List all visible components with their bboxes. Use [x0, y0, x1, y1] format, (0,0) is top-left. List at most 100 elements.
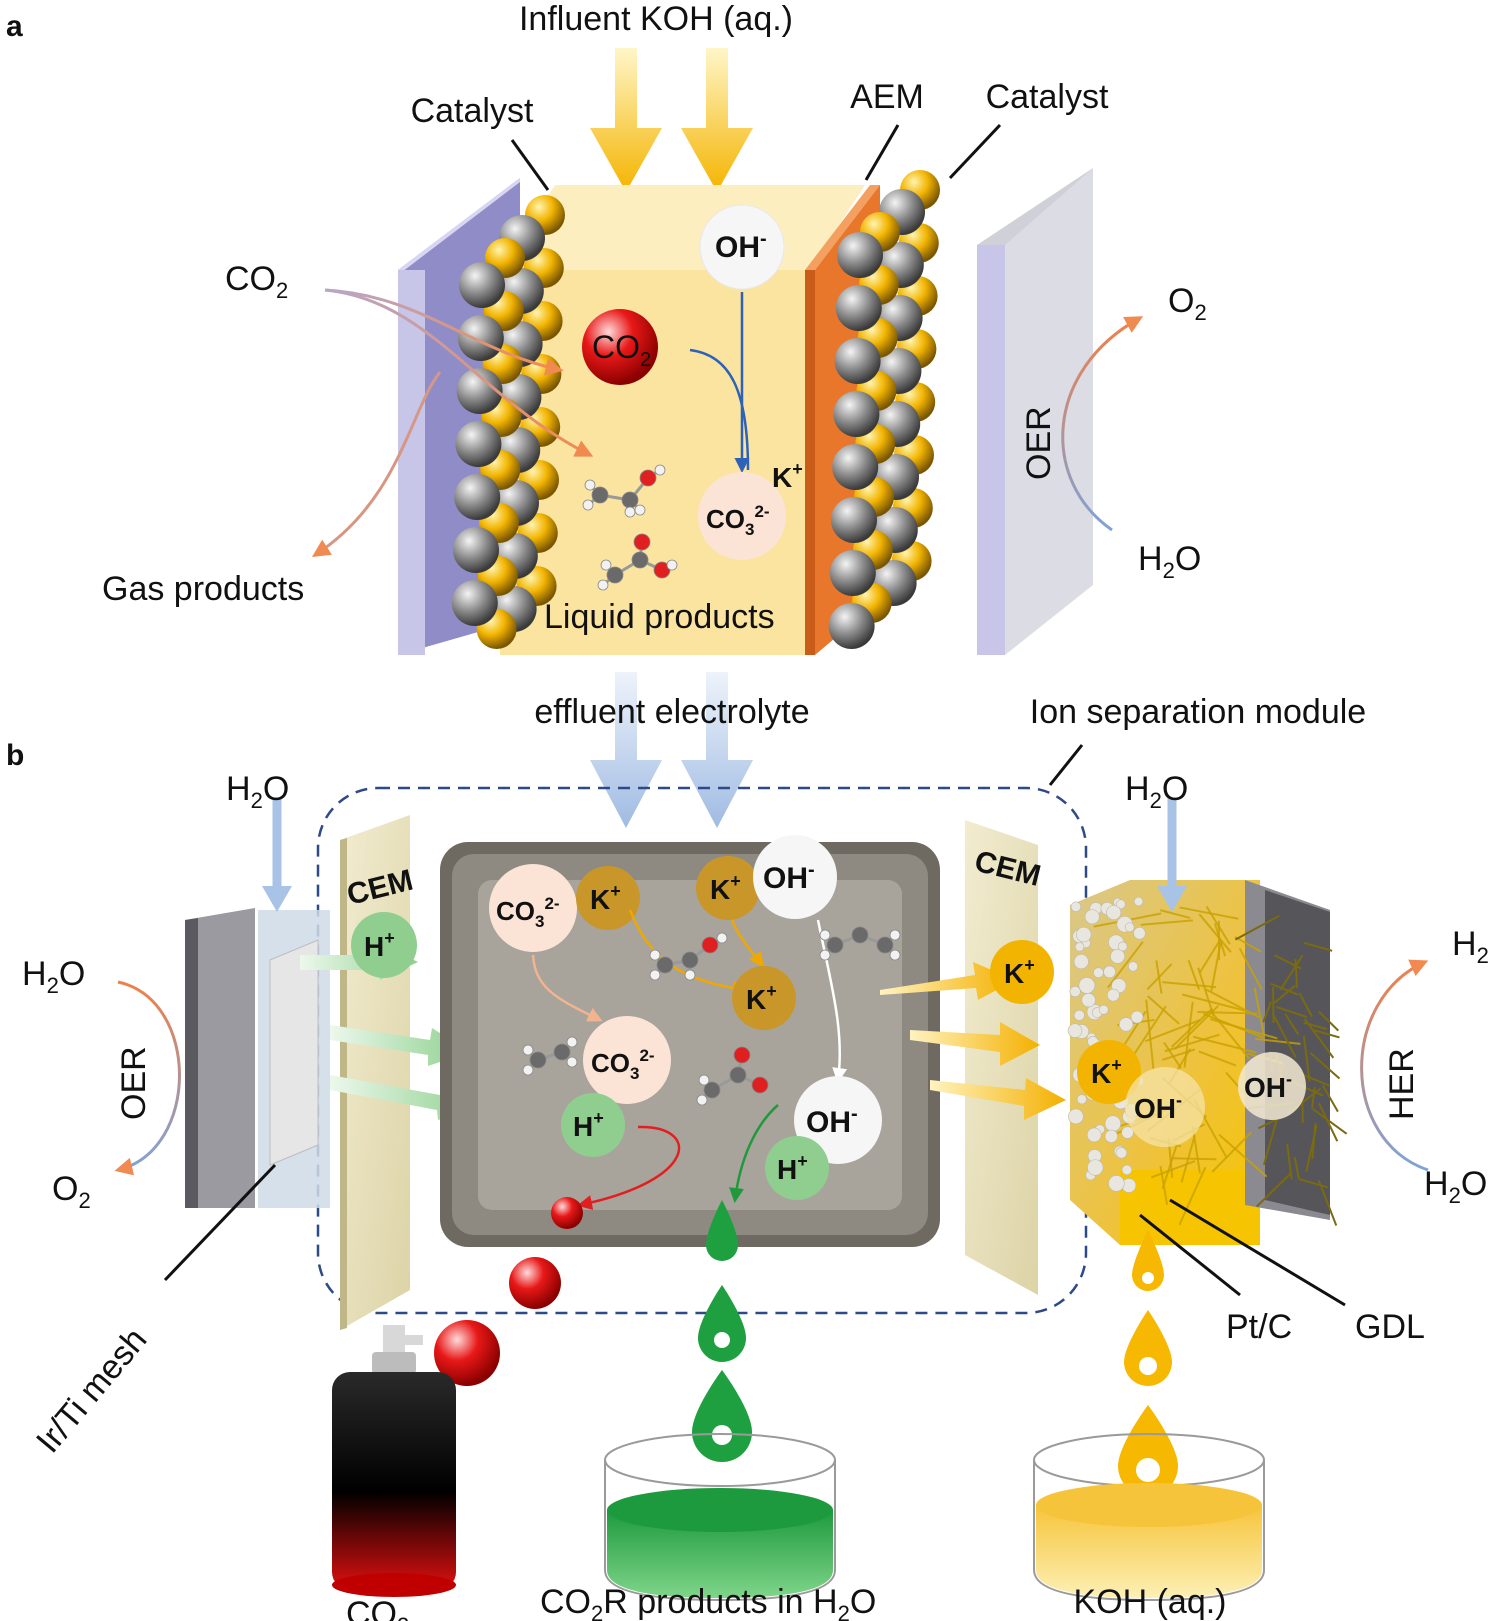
- co2-bubble: [582, 309, 658, 385]
- koh-aq-label: KOH (aq.): [1073, 1583, 1226, 1621]
- pt-c-particle: [1115, 1147, 1128, 1159]
- catalyst-gray-sphere: [454, 474, 501, 520]
- oxygen-atom: [633, 533, 651, 551]
- electrode-fiber: [1293, 1156, 1300, 1180]
- h2o-top-left-label: H2O: [226, 770, 289, 813]
- h-plus-tray-1-text: H+: [573, 1108, 604, 1142]
- pt-c-particle: [1115, 899, 1126, 910]
- product-drops: [692, 1200, 752, 1462]
- catalyst-gray-sphere: [451, 580, 498, 626]
- k-plus-cem-ion: [990, 940, 1054, 1004]
- oxygen-atom: [733, 1046, 751, 1064]
- electrode-fiber: [1279, 954, 1304, 991]
- pt-c-particle: [1130, 1010, 1144, 1024]
- pt-c-particle: [1067, 1023, 1083, 1038]
- electrode-fiber: [1318, 1010, 1339, 1032]
- pt-c-particle: [1121, 1126, 1134, 1139]
- catalyst-gray-sphere: [837, 232, 883, 278]
- oh-bubble-a: [699, 204, 785, 290]
- gdl-fiber: [1234, 936, 1262, 953]
- gdl-fibers: [1067, 896, 1348, 1226]
- pt-c-particle: [1076, 1094, 1087, 1105]
- oh-cathode-2-text: OH-: [1244, 1069, 1292, 1103]
- co2-release-arrow: [577, 1125, 681, 1210]
- electrode-fiber: [1298, 1178, 1329, 1189]
- pt-c-particle: [1070, 901, 1082, 912]
- electrode-fiber: [1311, 1086, 1316, 1109]
- carbon-atom: [591, 486, 609, 504]
- k-plus-tray-2: [696, 856, 760, 920]
- gdl-fiber: [1238, 947, 1263, 990]
- carbon-atom: [529, 1051, 547, 1069]
- k-plus-tray-1-text: K+: [590, 881, 621, 915]
- k-plus-tray-2-text: K+: [710, 871, 741, 905]
- ir-ti-mesh-label: Ir/Ti mesh: [29, 1321, 154, 1460]
- catalyst-gray-sphere: [834, 338, 881, 384]
- hydrogen-atom: [522, 1064, 534, 1076]
- co2-bubble-tray: [551, 1197, 583, 1229]
- pt-c-particle: [1068, 1108, 1084, 1125]
- k-plus-cathode-text: K+: [1091, 1055, 1122, 1089]
- pt-c-label: Pt/C: [1226, 1308, 1292, 1346]
- electrode-fiber: [1294, 958, 1299, 989]
- gdl-fiber: [1197, 967, 1215, 1017]
- gdl-fiber: [1146, 963, 1173, 991]
- right-electrode-plate-a: [977, 168, 1093, 655]
- pt-c-particle: [1106, 988, 1120, 1002]
- h2o-left-label: H2O: [22, 955, 85, 998]
- gdl-fiber: [1203, 1012, 1266, 1040]
- co2r-products-label: CO2R products in H2O: [540, 1583, 876, 1621]
- gdl-fiber: [1181, 993, 1248, 1013]
- gdl-fiber: [1145, 1018, 1201, 1043]
- pt-c-particle: [1118, 1017, 1134, 1032]
- hydrogen-atom: [566, 1036, 578, 1048]
- product-drain-arrow: [729, 1104, 779, 1203]
- koh-drops: [1118, 1230, 1178, 1496]
- ion-module-leader: [1048, 744, 1084, 786]
- h2-right-label: H2: [1452, 925, 1489, 968]
- carbonate-tray-1-text: CO32-: [496, 894, 560, 931]
- catalyst-right-leader: [948, 123, 1002, 180]
- pt-c-particle: [1093, 967, 1104, 978]
- pt-c-particle: [1076, 926, 1092, 943]
- oh-tray-2: [794, 1076, 882, 1164]
- gdl-fiber: [1180, 1135, 1196, 1183]
- k-plus-tray-3-text: K+: [746, 981, 777, 1015]
- h-plus-tray-2-text: H+: [777, 1151, 808, 1185]
- electrode-fiber: [1271, 1013, 1297, 1058]
- pt-c-particle: [1103, 965, 1116, 979]
- carbonate-tray-2-text: CO32-: [591, 1046, 655, 1083]
- hydrogen-atom: [698, 1074, 710, 1086]
- co2-bubble-out-2: [434, 1320, 500, 1386]
- k-plus-tray-3: [732, 966, 796, 1030]
- oh-cathode-1: [1125, 1067, 1205, 1147]
- co2-bubble-out-1: [509, 1257, 561, 1309]
- panel-b-label: b: [6, 739, 24, 772]
- oh-cathode-1-text: OH-: [1134, 1090, 1182, 1124]
- oh-bubble-a-text: OH-: [715, 228, 767, 264]
- electrode-fiber: [1301, 1100, 1304, 1123]
- electrode-fiber: [1312, 1108, 1348, 1135]
- hydrogen-atom: [889, 929, 901, 941]
- catalyst-gray-sphere: [456, 368, 503, 414]
- carbon-atom: [703, 1081, 721, 1099]
- gdl-fiber: [1107, 941, 1144, 989]
- hydrogen-atom: [649, 949, 661, 961]
- k-plus-tray-1: [576, 866, 640, 930]
- gdl-fiber: [1211, 1131, 1252, 1173]
- hydrogen-atom: [696, 1094, 708, 1106]
- pt-c-particle: [1117, 941, 1128, 952]
- pt-c-particle: [1098, 1004, 1109, 1015]
- catalyst-gray-sphere: [457, 315, 504, 361]
- gdl-fiber: [1198, 1050, 1237, 1067]
- gdl-fiber: [1145, 999, 1155, 1069]
- liquid-product-molecules: [582, 464, 678, 591]
- pt-c-particle: [1108, 1175, 1125, 1192]
- oer-label-b: OER: [115, 1046, 153, 1120]
- koh-beaker: [1033, 1433, 1265, 1602]
- co2-cylinder: [332, 1325, 456, 1597]
- gdl-fiber: [1178, 1166, 1207, 1226]
- gdl-fiber: [1161, 1048, 1196, 1061]
- oxygen-atom: [751, 1076, 769, 1094]
- catalyst-gray-sphere: [828, 603, 875, 649]
